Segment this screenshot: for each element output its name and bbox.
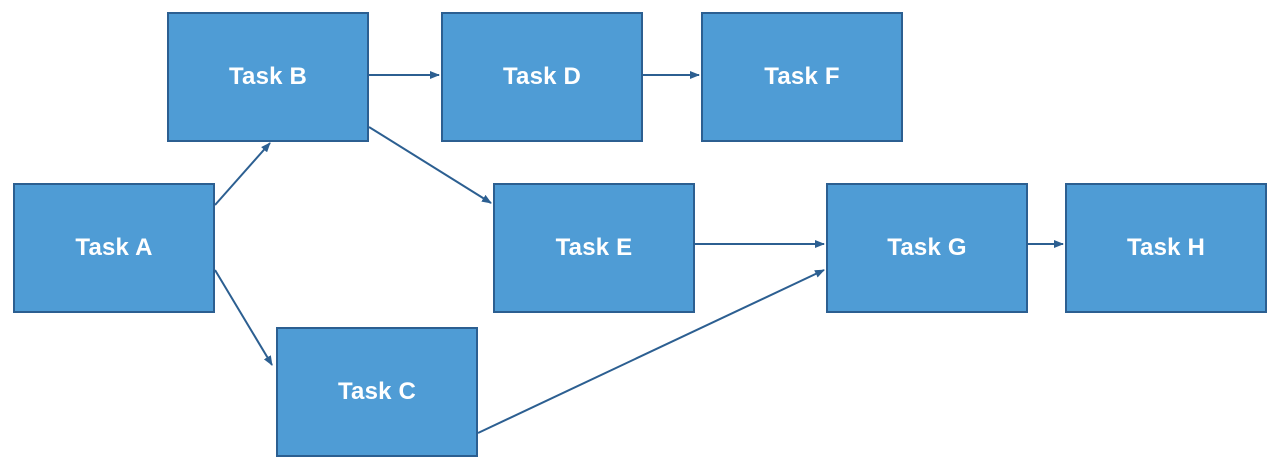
node-task-a: Task A [13, 183, 215, 313]
node-task-g-label: Task G [887, 234, 967, 261]
node-task-b-label: Task B [228, 63, 308, 90]
node-task-h: Task H [1065, 183, 1267, 313]
node-task-h-label: Task H [1126, 234, 1206, 261]
edge-task-a-to-task-c [214, 269, 273, 366]
node-task-c: Task C [276, 327, 478, 457]
edge-task-b-to-task-e [368, 126, 492, 204]
node-task-e: Task E [493, 183, 695, 313]
node-task-b: Task B [167, 12, 369, 142]
node-task-d-label: Task D [502, 63, 582, 90]
node-task-d: Task D [441, 12, 643, 142]
node-task-f-label: Task F [764, 63, 840, 90]
node-task-g: Task G [826, 183, 1028, 313]
node-task-f: Task F [701, 12, 903, 142]
node-task-e-label: Task E [555, 234, 633, 261]
edge-task-a-to-task-b [214, 142, 271, 206]
edge-task-c-to-task-g [477, 269, 825, 434]
node-task-a-label: Task A [75, 234, 153, 261]
node-task-c-label: Task C [337, 378, 417, 405]
